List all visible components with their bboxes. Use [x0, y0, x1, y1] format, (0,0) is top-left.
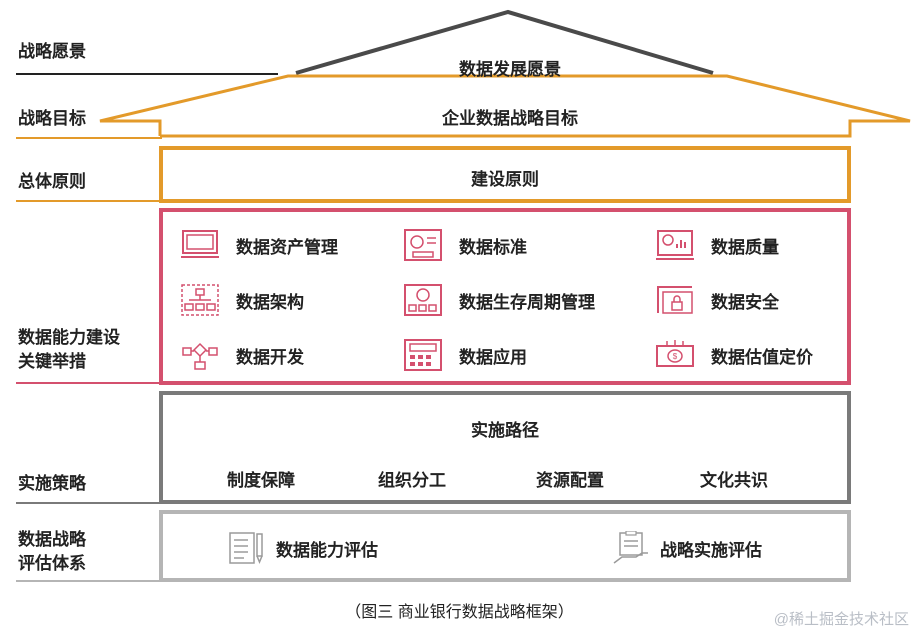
label-implementation: 实施策略: [18, 474, 86, 493]
capability-item: 数据质量: [655, 225, 779, 265]
label-evaluation-line1: 数据战略: [18, 530, 86, 549]
implementation-item: 组织分工: [378, 471, 446, 490]
flowchart-icon: [182, 342, 218, 370]
presentation-icon: [404, 229, 442, 261]
capability-item: 数据架构: [180, 280, 304, 320]
label-target: 战略目标: [18, 109, 86, 128]
evaluation-label: 战略实施评估: [660, 540, 762, 560]
capability-box-frame: [159, 208, 851, 385]
calculator-icon: [404, 339, 442, 371]
monitor-icon: [181, 230, 219, 258]
principle-text: 建设原则: [471, 170, 539, 189]
lock-icon: [657, 286, 693, 314]
implementation-item: 制度保障: [227, 471, 295, 490]
evaluation-item: 数据能力评估: [228, 530, 378, 566]
label-vision: 战略愿景: [18, 42, 86, 61]
capability-item: 数据生存周期管理: [403, 280, 595, 320]
capability-label: 数据安全: [711, 292, 779, 312]
capability-label: 数据标准: [459, 237, 527, 257]
label-principle: 总体原则: [18, 172, 86, 191]
vision-text: 数据发展愿景: [459, 60, 561, 79]
capability-item: 数据标准: [403, 225, 527, 265]
rule-vision: [16, 73, 278, 75]
capability-item: 数据安全: [655, 280, 779, 320]
implementation-box-frame: [159, 391, 851, 504]
evaluation-label: 数据能力评估: [276, 540, 378, 560]
rule-implementation: [16, 502, 162, 504]
report-chart-icon: [656, 230, 694, 260]
evaluation-box-frame: [159, 510, 851, 582]
document-pen-icon: [229, 532, 263, 564]
svg-text:$: $: [673, 352, 678, 361]
clipboard-hand-icon: [613, 531, 648, 564]
label-capability-line1: 数据能力建设: [18, 328, 120, 347]
figure-caption: （图三 商业银行数据战略框架）: [345, 604, 574, 621]
capability-label: 数据质量: [711, 237, 779, 257]
target-text: 企业数据战略目标: [442, 109, 578, 128]
implementation-item: 资源配置: [536, 471, 604, 490]
vision-roof: [295, 9, 714, 75]
rule-evaluation: [16, 580, 162, 582]
capability-item: $ 数据估值定价: [655, 335, 813, 375]
rule-capability: [16, 382, 162, 384]
money-icon: $: [656, 340, 694, 367]
org-chart-icon: [181, 284, 219, 316]
label-capability-line2: 关键举措: [18, 352, 86, 371]
label-evaluation: 数据战略 评估体系: [18, 528, 86, 576]
capability-label: 数据估值定价: [711, 347, 813, 367]
capability-label: 数据应用: [459, 347, 527, 367]
capability-label: 数据生存周期管理: [459, 292, 595, 312]
rule-principle: [16, 200, 162, 202]
capability-label: 数据架构: [236, 292, 304, 312]
target-roof: [99, 74, 911, 138]
capability-item: 数据开发: [180, 335, 304, 375]
capability-label: 数据开发: [236, 347, 304, 367]
rule-target: [16, 137, 162, 139]
label-evaluation-line2: 评估体系: [18, 554, 86, 573]
label-capability: 数据能力建设 关键举措: [18, 326, 120, 374]
watermark: @稀土掘金技术社区: [773, 611, 909, 628]
evaluation-item: 战略实施评估: [612, 530, 762, 566]
capability-label: 数据资产管理: [236, 237, 338, 257]
capability-item: 数据资产管理: [180, 225, 338, 265]
implementation-item: 文化共识: [700, 471, 768, 490]
capability-item: 数据应用: [403, 335, 527, 375]
implementation-title: 实施路径: [471, 421, 539, 440]
lifecycle-icon: [404, 284, 442, 316]
principle-box-frame: [159, 146, 851, 203]
